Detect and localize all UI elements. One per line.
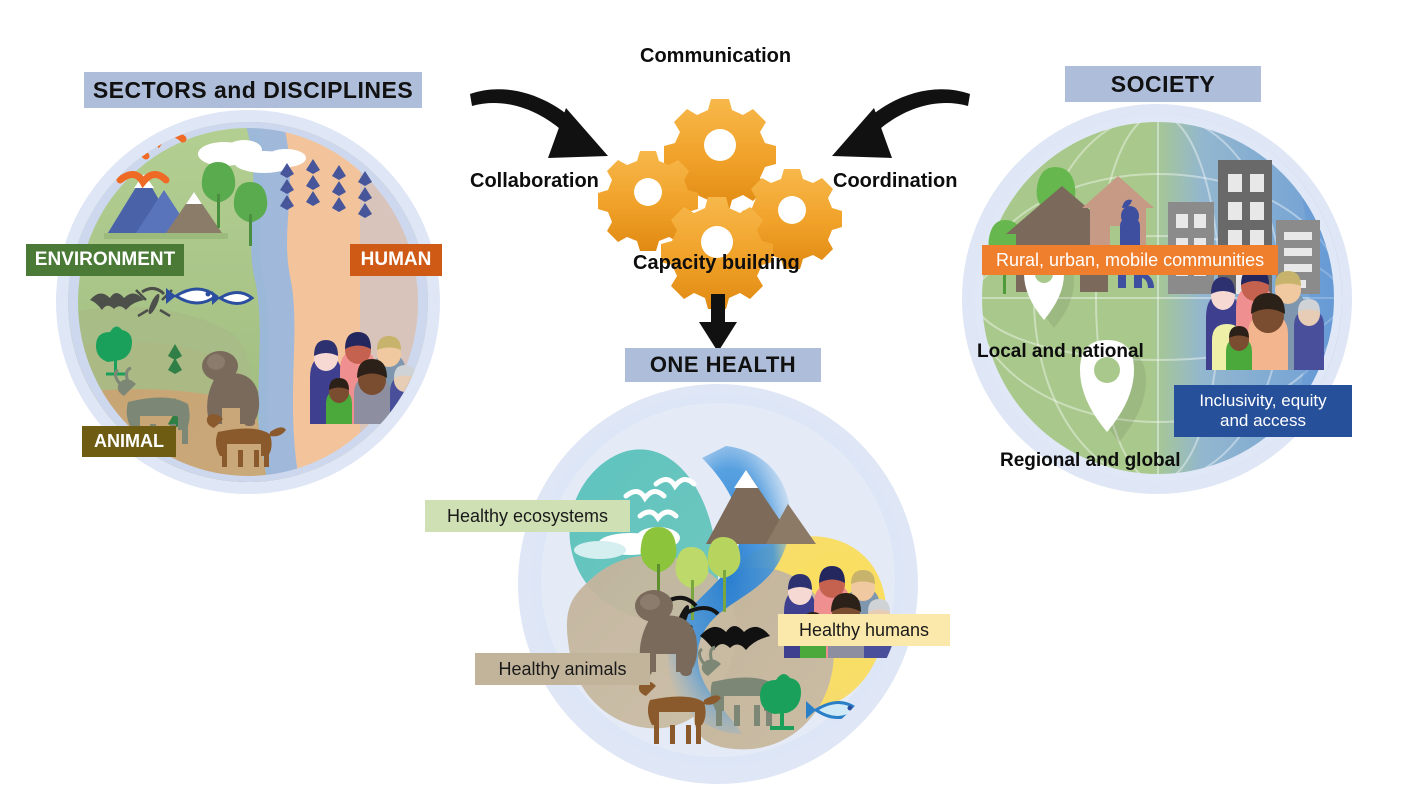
bat-icon: [90, 293, 144, 310]
one-health-banner-label: ONE HEALTH: [649, 352, 797, 377]
arrow-right-to-center: [832, 89, 970, 158]
label-animal: ANIMAL: [82, 426, 176, 457]
communication-text: Communication: [640, 45, 792, 67]
fish-icon: [166, 287, 255, 305]
label-healthy-ecosystems-text: Healthy ecosystems: [446, 505, 609, 526]
sectors-banner-label: SECTORS and DISCIPLINES: [92, 76, 414, 103]
label-animal-text: ANIMAL: [94, 431, 164, 452]
capacity-building-text: Capacity building: [633, 252, 800, 274]
label-environment: ENVIRONMENT: [26, 244, 184, 276]
label-human-text: HUMAN: [360, 249, 432, 271]
coordination-text: Coordination: [833, 170, 958, 192]
gorilla-icon: [202, 351, 260, 426]
people-group-icon: [1206, 267, 1324, 370]
label-regional-global-text: Regional and global: [1000, 450, 1181, 471]
center-mechanism: [470, 89, 970, 352]
one-health-banner: ONE HEALTH: [625, 348, 821, 382]
cloud-icon: [198, 140, 306, 173]
label-healthy-humans: Healthy humans: [778, 614, 950, 646]
label-local-national-text: Local and national: [977, 341, 1144, 362]
label-collaboration: Collaboration: [470, 170, 599, 193]
gear-top: [664, 99, 776, 211]
label-environment-text: ENVIRONMENT: [34, 249, 176, 271]
label-rural-urban-mobile-text: Rural, urban, mobile communities: [996, 249, 1265, 270]
goat-icon: [697, 645, 776, 726]
label-healthy-animals-text: Healthy animals: [498, 658, 627, 679]
label-regional-global: Regional and global: [1000, 450, 1181, 472]
chicken-icon: [760, 673, 801, 730]
tree-icon: [201, 162, 268, 246]
birds-icon: [623, 477, 697, 523]
society-banner: SOCIETY: [1065, 66, 1261, 102]
map-pin-icon-large: [1080, 340, 1146, 442]
label-capacity-building: Capacity building: [633, 252, 800, 275]
arrow-left-to-center: [470, 89, 608, 158]
label-rural-urban-mobile: Rural, urban, mobile communities: [982, 245, 1278, 275]
dog-icon: [206, 414, 286, 467]
gear-left: [598, 151, 698, 251]
label-inclusivity-equity: Inclusivity, equity and access: [1174, 385, 1352, 437]
label-coordination: Coordination: [833, 170, 957, 193]
collaboration-text: Collaboration: [470, 170, 599, 192]
society-banner-label: SOCIETY: [1110, 70, 1216, 97]
label-local-national: Local and national: [977, 341, 1144, 363]
label-communication: Communication: [640, 45, 791, 68]
label-human: HUMAN: [350, 244, 442, 276]
label-inclusivity-equity-text: Inclusivity, equity and access: [1199, 391, 1327, 430]
dog-icon: [638, 681, 721, 744]
label-healthy-humans-text: Healthy humans: [798, 619, 930, 640]
arrow-down-to-onehealth: [699, 294, 737, 352]
mountain-icon: [706, 470, 816, 544]
label-healthy-animals: Healthy animals: [475, 653, 650, 685]
sectors-banner: SECTORS and DISCIPLINES: [84, 72, 422, 108]
crops-icon: [280, 159, 372, 218]
people-group-icon: [310, 332, 420, 424]
one-health-globe: [532, 394, 904, 766]
bat-icon: [700, 626, 770, 650]
gear-bottom: [661, 197, 773, 309]
label-healthy-ecosystems: Healthy ecosystems: [425, 500, 630, 532]
